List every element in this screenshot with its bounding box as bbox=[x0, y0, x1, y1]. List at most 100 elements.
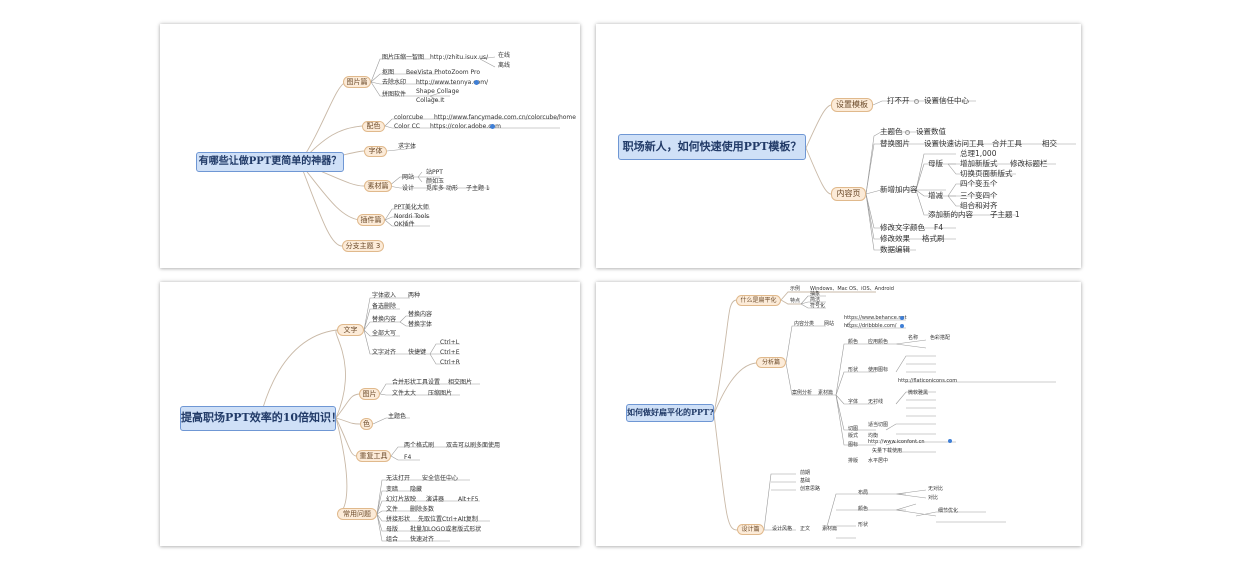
leaf-colorcube: colorcube bbox=[394, 114, 424, 121]
leaf-abstract: 抽象 bbox=[810, 291, 821, 297]
leaf-splice-shape: 拼接形状 bbox=[386, 516, 411, 523]
leaf-copy-position: 先取位置Ctrl+Alt复制 bbox=[418, 516, 478, 523]
leaf-f4: F4 bbox=[934, 223, 944, 232]
leaf-shape-2: 形状 bbox=[858, 522, 869, 528]
link-icon[interactable] bbox=[900, 324, 904, 328]
leaf-contrast: 对比 bbox=[928, 495, 939, 501]
leaf-design-sub: 觅库多 动形 bbox=[426, 185, 458, 192]
leaf-master: 母版 bbox=[386, 526, 399, 533]
leaf-f4: F4 bbox=[404, 454, 412, 461]
branch-analysis[interactable]: 分析篇 bbox=[756, 357, 786, 368]
leaf-layout: 版式 bbox=[848, 433, 859, 439]
leaf-replace-image: 替换图片 bbox=[880, 139, 910, 148]
branch-design[interactable]: 设计篇 bbox=[737, 524, 764, 535]
leaf-site-ppt: 站PPT bbox=[426, 169, 443, 176]
leaf-material-2: 素材篇 bbox=[822, 526, 838, 532]
leaf-replace-content: 替换内容 bbox=[408, 311, 433, 318]
leaf-collage: 拼图软件 bbox=[382, 91, 407, 98]
leaf-cannot-open: 打不开 bbox=[887, 96, 910, 105]
leaf-merge-tool: 合并工具 bbox=[992, 139, 1022, 148]
root-topic[interactable]: 提高职场PPT效率的10倍知识！ bbox=[180, 406, 342, 431]
branch-images[interactable]: 图片篇 bbox=[343, 76, 371, 88]
branch-template-settings[interactable]: 设置模板 bbox=[831, 98, 873, 112]
root-topic[interactable]: 职场新人，如何快速使用PPT模板？ bbox=[618, 134, 806, 160]
leaf-batch-logo: 批量加LOGO或者版式形状 bbox=[410, 526, 482, 533]
branch-materials[interactable]: 素材篇 bbox=[364, 180, 392, 192]
leaf-double-click: 双击可以刷多面使用 bbox=[446, 442, 501, 449]
leaf-three-to-four: 三个变四个 bbox=[960, 191, 998, 200]
leaf-apply-color: 应用颜色 bbox=[868, 339, 889, 345]
leaf-sans-serif: 无衬线 bbox=[868, 399, 884, 405]
leaf-collage-shape: Shape Collage bbox=[416, 88, 460, 95]
leaf-watermark: 去除水印 bbox=[382, 79, 407, 86]
leaf-format-painter: 格式刷 bbox=[922, 234, 945, 243]
branch-repeat-tools[interactable]: 重复工具 bbox=[356, 450, 391, 462]
leaf-symbolic: 符号化 bbox=[810, 303, 826, 309]
leaf-font: 字体 bbox=[848, 399, 859, 405]
leaf-all-caps: 全部大写 bbox=[372, 330, 397, 337]
leaf-text-align: 文字对齐 bbox=[372, 349, 397, 356]
root-topic[interactable]: 如何做好扁平化的PPT? bbox=[626, 404, 714, 422]
leaf-darken: 变暗 bbox=[386, 486, 399, 493]
leaf-no-contrast: 无对比 bbox=[928, 486, 944, 492]
root-topic[interactable]: 有哪些让做PPT更简单的神器？ bbox=[196, 152, 344, 172]
branch-images[interactable]: 图片 bbox=[359, 388, 380, 400]
link-icon[interactable] bbox=[474, 80, 479, 85]
leaf-platforms: Windows、Mac OS、iOS、Android bbox=[810, 286, 894, 292]
branch-fonts[interactable]: 字体 bbox=[364, 146, 387, 157]
leaf-text-color: 修改文字颜色 bbox=[880, 223, 925, 232]
leaf-colorcc-url: https://color.adobe.com bbox=[430, 123, 502, 130]
leaf-data-edit: 数据编辑 bbox=[880, 245, 910, 254]
leaf-color-name: 名称 bbox=[908, 335, 919, 341]
branch-color[interactable]: 色 bbox=[360, 418, 373, 430]
leaf-online: 在线 bbox=[498, 52, 511, 59]
leaf-presenter: 演讲器 bbox=[426, 496, 445, 503]
leaf-simple: 简洁 bbox=[810, 297, 821, 303]
leaf-website: 网站 bbox=[402, 174, 415, 181]
leaf-subtopic-1: 子主题 1 bbox=[990, 210, 1020, 219]
branch-plugins[interactable]: 插件篇 bbox=[357, 214, 385, 226]
leaf-color-2: 颜色 bbox=[858, 506, 869, 512]
leaf-quick-align: 快速对齐 bbox=[410, 536, 435, 543]
leaf-group-align: 组合和对齐 bbox=[960, 201, 998, 210]
leaf-color-scheme: 色彩搭配 bbox=[930, 335, 951, 341]
leaf-icons: 图标 bbox=[848, 442, 859, 448]
leaf-merge-shapes: 合并形状工具设置 bbox=[392, 379, 441, 386]
leaf-cut: 切图 bbox=[848, 426, 859, 432]
leaf-material: 素材篇 bbox=[818, 390, 834, 396]
leaf-delete-many: 删除多数 bbox=[410, 506, 435, 513]
leaf-shape: 形状 bbox=[848, 367, 859, 373]
leaf-colorcc: Color CC bbox=[394, 123, 420, 130]
leaf-add-remove: 增减 bbox=[928, 191, 943, 200]
leaf-cutout-tool: BeeVista PhotoZoom Pro bbox=[406, 69, 481, 76]
mindmap-panel-flat-design: 如何做好扁平化的PPT? 什么是扁平化 分析篇 设计篇 示例 Windows、M… bbox=[596, 282, 1081, 546]
leaf-color: 颜色 bbox=[848, 339, 859, 345]
leaf-edit-effects: 修改效果 bbox=[880, 234, 910, 243]
leaf-design: 设计 bbox=[402, 185, 415, 192]
leaf-websites: 网站 bbox=[824, 321, 835, 327]
leaf-slideshow: 幻灯片放映 bbox=[386, 496, 417, 503]
leaf-design-style: 设计风格 bbox=[772, 526, 793, 532]
leaf-dribbble: https://dribbble.com/ bbox=[844, 323, 897, 329]
branch-text[interactable]: 文字 bbox=[337, 324, 364, 336]
leaf-replace: 替换内容 bbox=[372, 316, 397, 323]
branch-what-is-flat[interactable]: 什么是扁平化 bbox=[736, 295, 781, 306]
leaf-flaticon-url: http://flaticonicons.com bbox=[898, 378, 958, 384]
link-icon[interactable] bbox=[948, 439, 952, 443]
leaf-collage-it: Collage It bbox=[416, 97, 445, 104]
leaf-trust-center: 设置信任中心 bbox=[924, 96, 969, 105]
leaf-layout-2: 布局 bbox=[858, 490, 869, 496]
leaf-image-compress: 图片压缩一智图 bbox=[382, 54, 425, 61]
leaf-typeset: 排版 bbox=[848, 458, 859, 464]
leaf-replace-font: 替换字体 bbox=[408, 321, 433, 328]
branch-subtopic-3[interactable]: 分支主题 3 bbox=[342, 240, 384, 252]
connector-lines bbox=[805, 100, 1076, 251]
link-icon[interactable] bbox=[900, 316, 904, 320]
leaf-two-kinds: 两种 bbox=[408, 292, 421, 299]
link-icon[interactable] bbox=[490, 124, 495, 129]
branch-colors[interactable]: 配色 bbox=[362, 121, 385, 132]
branch-content-page[interactable]: 内容页 bbox=[831, 187, 866, 201]
link-marker bbox=[905, 130, 910, 135]
branch-common-issues[interactable]: 常用问题 bbox=[337, 508, 377, 520]
leaf-center: 水平居中 bbox=[868, 458, 889, 464]
